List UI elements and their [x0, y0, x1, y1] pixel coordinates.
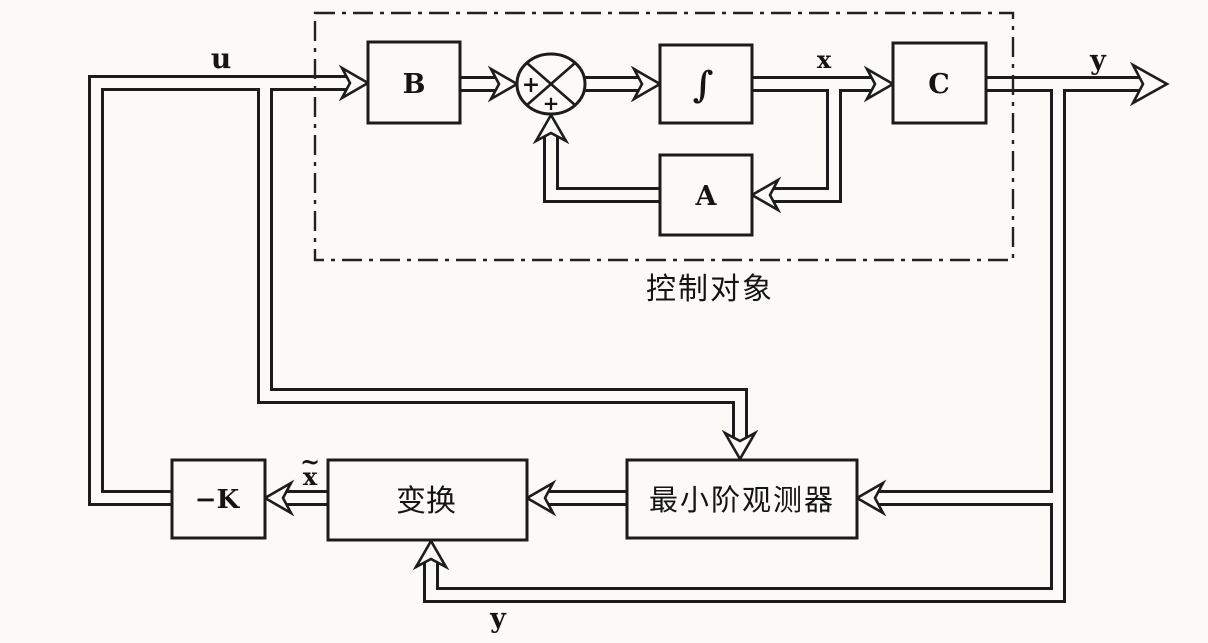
block-integrator	[658, 43, 754, 125]
path-u-to-observer	[257, 83, 748, 441]
arrowhead-into-integrator	[630, 65, 663, 103]
block-observer	[625, 458, 859, 540]
arrowhead-into-transform-bottom	[412, 538, 450, 571]
plant-boundary-box	[313, 11, 1015, 262]
arrowhead-into-transform-right	[524, 479, 557, 517]
signal-x-tilde-label: x	[303, 462, 318, 491]
summing-junction-diagonal	[526, 62, 576, 106]
block-transform	[326, 458, 529, 542]
block-transform-label: 变换	[396, 484, 456, 519]
block-observer-label: 最小阶观测器	[649, 483, 835, 517]
arrowhead-into-c	[863, 65, 896, 103]
block-b	[366, 40, 462, 125]
path-x-branch-to-a	[771, 84, 842, 203]
block-c	[891, 41, 988, 125]
signal-y-feedback-label: y	[489, 603, 507, 634]
block-integrator-label: ∫	[693, 64, 714, 106]
block-labels: B ∫ C A −K 变换 最小阶观测器	[195, 64, 950, 519]
block-a	[658, 153, 754, 237]
arrowhead-into-sum-left	[487, 65, 520, 103]
signal-y-output-label: y	[1089, 45, 1107, 76]
path-u-loop	[88, 75, 350, 506]
arrowhead-into-observer-right	[854, 479, 887, 517]
arrowhead-into-a	[749, 176, 782, 214]
block-gain-label: −K	[195, 485, 241, 515]
signal-x-label: x	[817, 45, 832, 74]
arrowhead-into-sum-bottom	[532, 112, 570, 145]
plant-boundary-label: 控制对象	[646, 272, 774, 307]
arrowhead-into-b	[338, 64, 371, 102]
sum-sign-bottom: +	[543, 91, 560, 115]
signal-u-label: u	[211, 42, 231, 75]
arrowhead-y-output	[1129, 61, 1170, 107]
block-a-label: A	[695, 181, 718, 212]
sum-sign-left: +	[522, 72, 540, 98]
arrowhead-into-gain	[262, 479, 295, 517]
block-c-label: C	[928, 69, 950, 100]
summing-junction: + +	[515, 52, 587, 116]
block-gain	[170, 458, 267, 540]
block-b-label: B	[403, 69, 426, 100]
signal-labels: u x y x ~ y	[211, 42, 1107, 634]
arrowheads	[262, 61, 1170, 571]
blocks	[170, 40, 988, 542]
signal-channel-fills	[91, 78, 1144, 600]
signal-x-tilde-accent: ~	[300, 447, 320, 476]
arrowhead-into-observer-top	[721, 429, 759, 462]
